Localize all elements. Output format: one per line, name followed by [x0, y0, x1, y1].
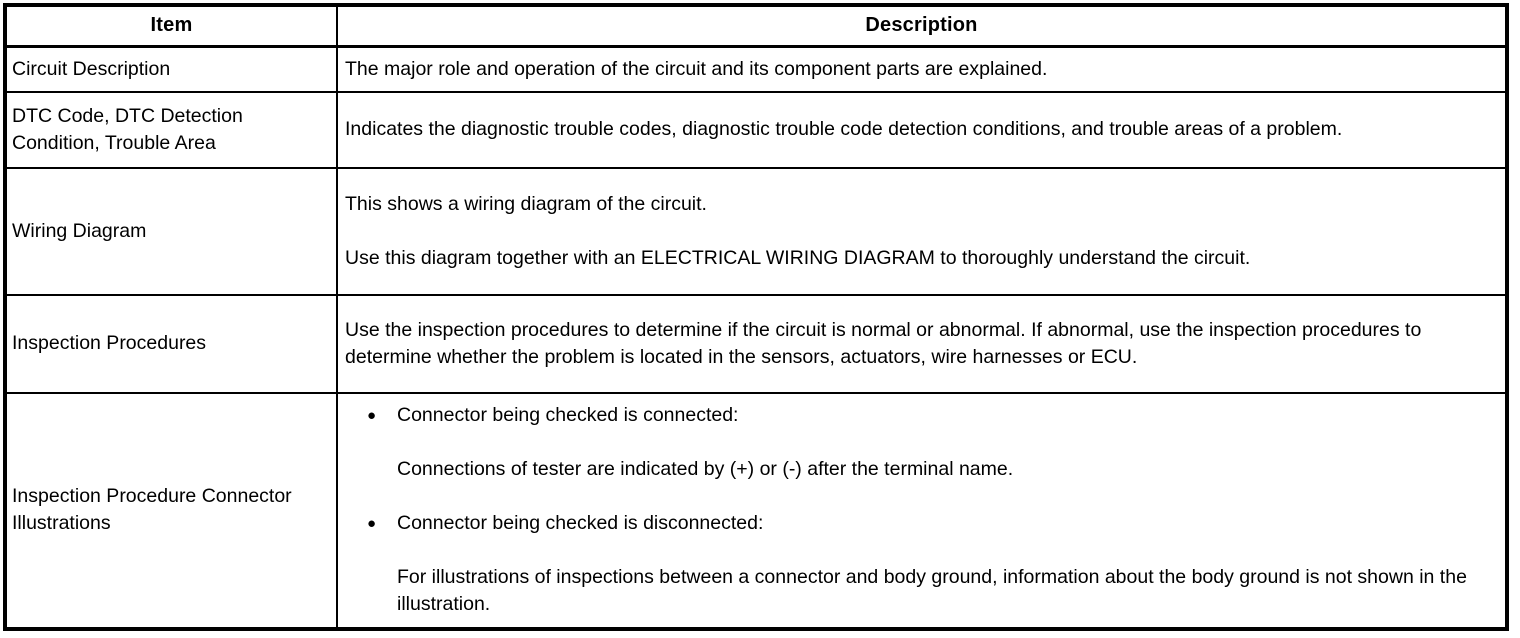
bullet-icon: ●: [367, 407, 377, 424]
item-cell-text: Inspection Procedure Connector Illustrat…: [12, 485, 292, 534]
table-row: Circuit Description The major role and o…: [4, 45, 1508, 93]
item-cell-text: Circuit Description: [12, 57, 171, 80]
bullet-sub-paragraph: Connections of tester are indicated by (…: [397, 458, 1014, 480]
item-description-table: Item Description Circuit Description The…: [3, 3, 1509, 631]
item-cell: Inspection Procedure Connector Illustrat…: [4, 391, 338, 630]
item-cell-text: Wiring Diagram: [12, 219, 147, 242]
item-cell-text: Inspection Procedures: [12, 332, 207, 354]
column-header-item: Item: [4, 4, 338, 48]
header-row: Item Description: [4, 4, 1508, 48]
item-cell: Wiring Diagram: [4, 166, 338, 296]
bullet-text: Connector being checked is disconnected:: [397, 512, 764, 534]
description-cell: Indicates the diagnostic trouble codes, …: [336, 90, 1508, 169]
description-paragraph: Use the inspection procedures to determi…: [345, 318, 1422, 368]
table-row: Inspection Procedure Connector Illustrat…: [4, 391, 1508, 630]
column-header-description: Description: [336, 4, 1508, 48]
description-paragraph: The major role and operation of the circ…: [345, 57, 1048, 80]
bullet-item: ● Connector being checked is connected:: [345, 402, 1495, 429]
bullet-text: Connector being checked is connected:: [397, 404, 739, 426]
description-cell: The major role and operation of the circ…: [336, 45, 1508, 93]
table-row: DTC Code, DTC Detection Condition, Troub…: [4, 90, 1508, 169]
description-paragraph: This shows a wiring diagram of the circu…: [345, 192, 707, 215]
description-paragraph: Use this diagram together with an ELECTR…: [345, 246, 1251, 269]
item-cell: DTC Code, DTC Detection Condition, Troub…: [4, 90, 338, 169]
item-cell: Circuit Description: [4, 45, 338, 93]
bullet-sub-paragraph: For illustrations of inspections between…: [397, 566, 1467, 615]
item-cell-text: DTC Code, DTC Detection Condition, Troub…: [12, 104, 243, 154]
table-row: Wiring Diagram This shows a wiring diagr…: [4, 166, 1508, 296]
description-cell: Use the inspection procedures to determi…: [336, 293, 1508, 394]
description-paragraph: Indicates the diagnostic trouble codes, …: [345, 118, 1343, 140]
description-cell: ● Connector being checked is connected: Co…: [336, 391, 1508, 630]
table-body: Circuit Description The major role and o…: [4, 45, 1508, 630]
item-cell: Inspection Procedures: [4, 293, 338, 394]
description-cell: This shows a wiring diagram of the circu…: [336, 166, 1508, 296]
bullet-icon: ●: [367, 515, 377, 532]
bullet-item: ● Connector being checked is disconnected…: [345, 510, 1495, 537]
table-row: Inspection Procedures Use the inspection…: [4, 293, 1508, 394]
